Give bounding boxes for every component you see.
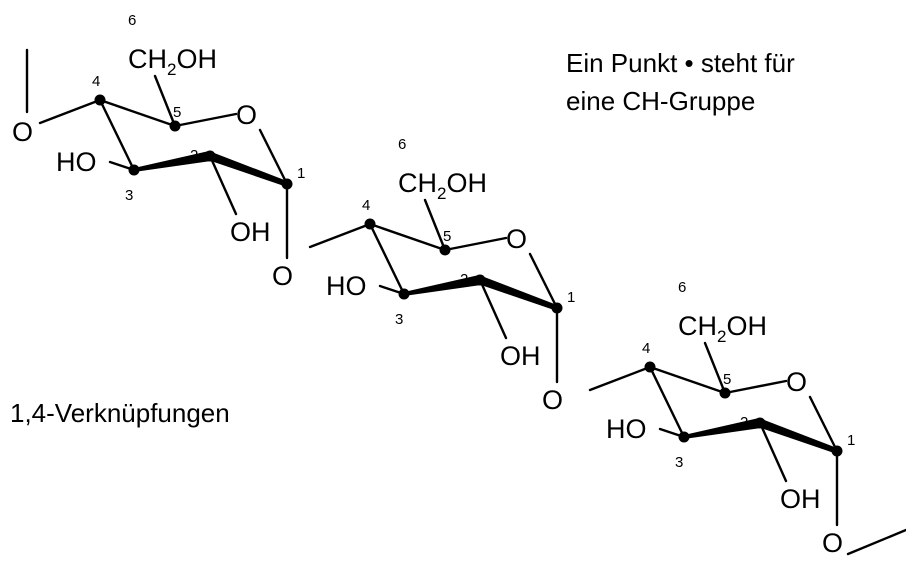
glycosidic-oxygen-start: O: [12, 117, 33, 147]
glucose-unit-3-carbon-dot: [678, 431, 690, 443]
glucose-unit-3-carbon-dot: [719, 387, 731, 399]
linkage-label: 1,4-Verknüpfungen: [10, 398, 230, 428]
glucose-unit-3-bond-c4-c3: [648, 365, 686, 439]
glucose-unit-3-number-c2: 2: [740, 414, 748, 431]
glucose-unit-2-bond-c4-c5: [368, 222, 447, 252]
glucose-unit-1-wedge-c2-c1: [209, 151, 287, 187]
glucose-unit-1-carbon-dot: [204, 150, 216, 162]
glucose-unit-3-glycosidic-oxygen: O: [822, 528, 843, 558]
glucose-unit-2-glycosidic-oxygen: O: [542, 385, 563, 415]
glucose-unit-1-ring-oxygen: O: [236, 100, 257, 130]
glucose-unit-1-ch2oh-group: CH2OH: [128, 44, 217, 79]
glucose-unit-2-bond-o-c1: [528, 252, 559, 310]
glucose-unit-3-number-c4: 4: [642, 340, 650, 357]
glucose-unit-3-bond-c4-c5: [648, 365, 727, 395]
glucose-unit-2: O HO OH CH2OH O 1 2 3 4 5 6: [308, 136, 575, 415]
glucose-unit-3-number-c6: 6: [678, 279, 686, 296]
glucose-unit-2-bond-glyco-c4: [308, 222, 372, 249]
glucose-unit-2-wedge-c3-c2: [404, 275, 481, 296]
legend-line-1: Ein Punkt • steht für: [566, 48, 795, 78]
glucose-unit-3-wedge-c3-c2: [684, 418, 761, 439]
glucose-unit-3-bond-glyco-c4: [588, 365, 652, 392]
glucose-unit-2-bond-c5-c6: [423, 198, 447, 252]
glucose-unit-2-bond-c4-c3: [368, 222, 406, 296]
glucose-unit-1-bond-c4-c3: [98, 98, 136, 172]
glucose-unit-1-number-c3: 3: [125, 187, 133, 204]
legend-text: Ein Punkt • steht für eine CH-Gruppe: [566, 44, 795, 120]
glucose-unit-1-number-c2: 2: [190, 147, 198, 164]
glucose-unit-3-wedge-c2-c1: [759, 418, 837, 454]
glucose-unit-2-carbon-dot: [364, 218, 376, 230]
glucose-unit-2-hydroxyl-c2: OH: [500, 341, 541, 371]
glucose-unit-2-bond-c2-oh: [478, 278, 508, 340]
glucose-unit-1-number-c6: 6: [128, 12, 136, 29]
glucose-unit-3-carbon-dot: [644, 361, 656, 373]
glucose-unit-2-carbon-dot: [474, 274, 486, 286]
glucose-unit-3-carbon-dot: [754, 417, 766, 429]
glucose-unit-1-carbon-dot: [128, 164, 140, 176]
glucose-unit-3-hydroxyl-c3: HO: [606, 414, 647, 444]
glucose-unit-1-hydroxyl-c2: OH: [230, 217, 271, 247]
glucose-unit-1-bond-glyco-c4: [38, 98, 102, 125]
glucose-unit-1-carbon-dot: [169, 120, 181, 132]
glucose-unit-1-hydroxyl-c3: HO: [56, 147, 97, 177]
glucose-unit-2-carbon-dot: [439, 244, 451, 256]
glucose-unit-3-ring-oxygen: O: [786, 367, 807, 397]
glucose-unit-1-carbon-dot: [94, 94, 106, 106]
glucose-unit-2-carbon-dot: [398, 288, 410, 300]
glucose-unit-2-ring-oxygen: O: [506, 224, 527, 254]
glucose-unit-3-hydroxyl-c2: OH: [780, 484, 821, 514]
glucose-unit-2-carbon-dot: [551, 302, 563, 314]
glucose-unit-3-number-c1: 1: [847, 432, 855, 449]
glucose-unit-2-number-c2: 2: [460, 271, 468, 288]
glucose-unit-1-glycosidic-oxygen: O: [272, 261, 293, 291]
glucose-unit-3-bond-c2-oh: [758, 421, 788, 483]
glucose-unit-3-bond-c5-o: [723, 379, 788, 395]
glucose-unit-3-bond-c5-c6: [703, 341, 727, 395]
glucose-unit-2-number-c1: 1: [567, 289, 575, 306]
glucose-unit-3-carbon-dot: [831, 445, 843, 457]
glucose-unit-2-number-c6: 6: [398, 136, 406, 153]
glucose-unit-3-number-c3: 3: [675, 454, 683, 471]
glucose-unit-2-number-c3: 3: [395, 311, 403, 328]
glucose-unit-3-number-c5: 5: [723, 371, 731, 388]
glucose-unit-1-bond-o-c1: [258, 128, 289, 186]
glucose-unit-1-bond-c5-c6: [153, 74, 177, 128]
glucose-unit-2-hydroxyl-c3: HO: [326, 271, 367, 301]
glucose-unit-1-carbon-dot: [281, 178, 293, 190]
glucose-unit-1-number-c5: 5: [173, 104, 181, 121]
glucose-unit-2-number-c4: 4: [362, 197, 370, 214]
glucose-unit-2-number-c5: 5: [443, 228, 451, 245]
glucose-unit-2-ch2oh-group: CH2OH: [398, 168, 487, 203]
glucose-unit-1-bond-c4-c5: [98, 98, 177, 128]
chain-bond-end: [846, 528, 906, 556]
glucose-unit-1: O HO OH CH2OH O 1 2 3 4 5 6: [38, 12, 305, 291]
glucose-unit-1-number-c1: 1: [297, 165, 305, 182]
glucose-unit-3-ch2oh-group: CH2OH: [678, 311, 767, 346]
glucose-unit-2-bond-c5-o: [443, 236, 508, 252]
legend-line-2: eine CH-Gruppe: [566, 86, 756, 116]
glucose-unit-1-bond-c2-oh: [208, 154, 238, 216]
glucose-unit-1-wedge-c3-c2: [134, 151, 211, 172]
glucose-unit-1-number-c4: 4: [92, 73, 100, 90]
glucose-unit-1-bond-c5-o: [173, 112, 238, 128]
glucose-unit-3-bond-o-c1: [808, 395, 839, 453]
glucose-unit-2-wedge-c2-c1: [479, 275, 557, 311]
glucose-unit-3: O HO OH CH2OH O 1 2 3 4 5 6: [588, 279, 855, 558]
